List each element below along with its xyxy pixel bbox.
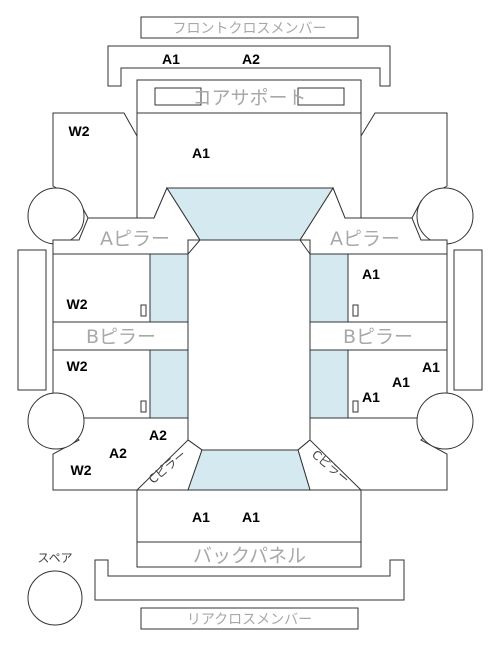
grade-left-rear-quarter-inner: A2 xyxy=(149,427,167,443)
grade-front-member-left: A1 xyxy=(162,51,180,67)
headlight-right xyxy=(297,87,345,106)
b-pillar-left xyxy=(52,321,189,351)
a-pillar-left xyxy=(52,186,201,255)
left-rear-window xyxy=(149,349,189,419)
front-right-fender xyxy=(360,112,448,219)
headlight-left xyxy=(154,87,202,106)
spare-tire xyxy=(27,570,83,626)
rear-cross-member-label: リアクロスメンバー xyxy=(187,612,312,628)
b-pillar-left-label: Bピラー xyxy=(86,326,156,348)
left-front-window xyxy=(149,253,189,323)
rear-window xyxy=(187,449,311,491)
grade-front-member-right: A2 xyxy=(242,51,260,67)
spare-label: スペア xyxy=(37,551,72,565)
grade-right-rear-door-b: A1 xyxy=(392,374,410,390)
right-rear-door-handle xyxy=(352,400,359,413)
grade-right-rear-door-a: A1 xyxy=(422,359,440,375)
front-cross-member-box xyxy=(140,16,359,39)
left-rear-door-handle xyxy=(140,400,147,413)
back-panel-label: バックパネル xyxy=(193,545,306,567)
rear-right-wheel xyxy=(416,392,474,450)
grade-trunk-right: A1 xyxy=(242,509,260,525)
grade-left-rear-quarter-outer: A2 xyxy=(109,445,127,461)
b-pillar-right-label: Bピラー xyxy=(343,326,413,348)
grade-front-left-fender: W2 xyxy=(69,123,90,139)
front-left-wheel xyxy=(27,187,85,245)
left-front-door-handle xyxy=(140,304,147,317)
rear-bumper-bracket xyxy=(94,559,405,601)
a-pillar-right-label: Aピラー xyxy=(330,228,400,250)
trunk-panel xyxy=(136,489,362,543)
right-front-door-handle xyxy=(352,304,359,317)
front-cross-member-label: フロントクロスメンバー xyxy=(173,21,327,37)
a-pillar-right xyxy=(299,186,448,255)
right-front-window xyxy=(309,253,349,323)
left-side-trim xyxy=(17,249,47,391)
grade-left-front-door: W2 xyxy=(67,296,88,312)
right-rear-window xyxy=(309,349,349,419)
rear-left-wheel xyxy=(27,392,85,450)
core-support-label: コアサポート xyxy=(192,87,306,109)
a-pillar-left-label: Aピラー xyxy=(100,228,170,250)
grade-front-inner-panel: A1 xyxy=(192,145,210,161)
roof xyxy=(187,239,311,451)
b-pillar-right xyxy=(309,321,448,351)
grade-left-rear-door: W2 xyxy=(67,358,88,374)
rear-cross-member-box xyxy=(140,607,359,630)
grade-trunk-left: A1 xyxy=(192,509,210,525)
grade-right-rear-door-c: A1 xyxy=(362,389,380,405)
grade-right-front-door: A1 xyxy=(362,266,380,282)
front-member-bracket xyxy=(107,45,391,87)
grade-left-rear-quarter-bottom: W2 xyxy=(71,462,92,478)
front-right-wheel xyxy=(416,187,474,245)
back-panel-box xyxy=(136,541,362,568)
right-side-trim xyxy=(453,249,483,391)
